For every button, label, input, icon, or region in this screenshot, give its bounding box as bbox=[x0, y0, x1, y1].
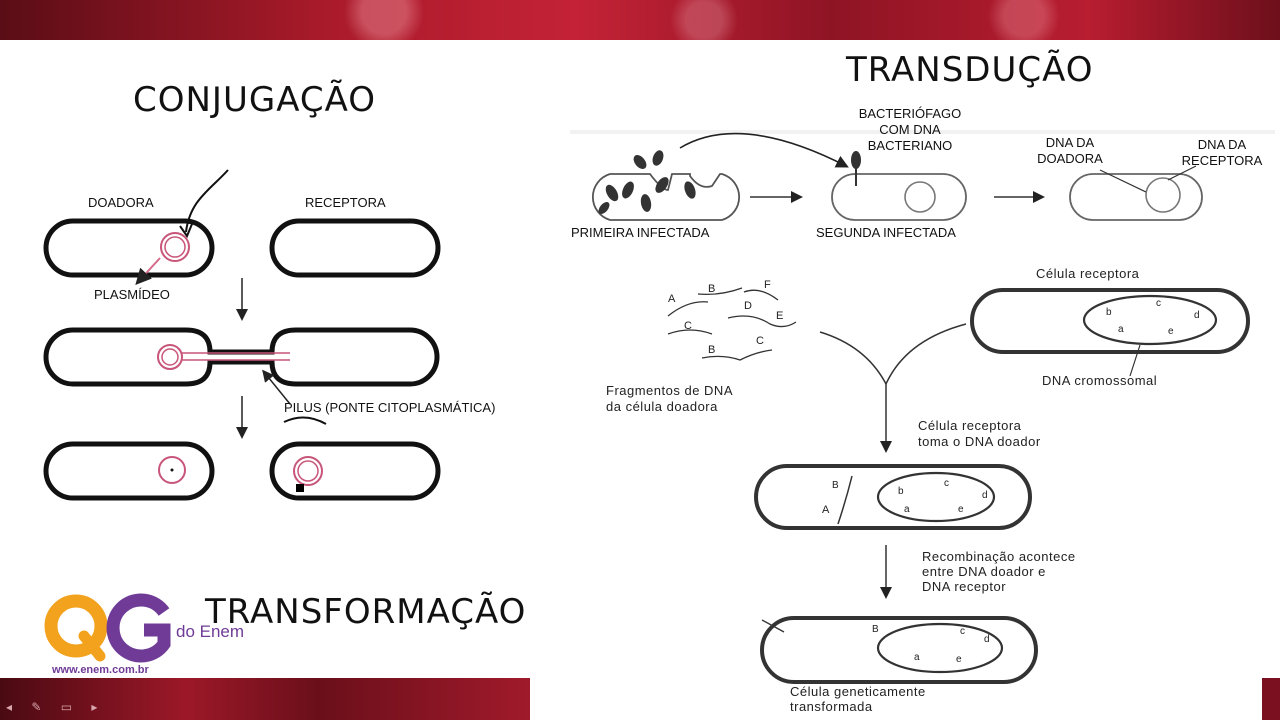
top-banner bbox=[0, 0, 1280, 40]
chromosome-letter: c bbox=[944, 478, 950, 489]
label-bacteriofago: BACTERIÓFAGO COM DNA BACTERIANO bbox=[858, 106, 962, 153]
chromosome-letter: e bbox=[958, 504, 965, 515]
fragment-letter: A bbox=[668, 293, 676, 305]
final-letter: a bbox=[914, 652, 921, 663]
chromosome-letter: c bbox=[1156, 298, 1162, 309]
bottom-banner bbox=[0, 678, 530, 720]
label-doadora: DOADORA bbox=[88, 195, 154, 210]
fragment-letter: C bbox=[684, 320, 693, 332]
chromosome-letter: a bbox=[904, 504, 911, 515]
title-transformacao: TRANSFORMAÇÃO bbox=[205, 592, 527, 632]
transduced-cell bbox=[1069, 173, 1203, 221]
recipient-cell-3 bbox=[269, 441, 441, 501]
fragment-letter: D bbox=[744, 300, 753, 312]
logo-g bbox=[106, 593, 171, 663]
recipient-cell-transformation bbox=[970, 288, 1250, 354]
title-conjugacao: CONJUGAÇÃO bbox=[133, 80, 377, 120]
logo-url[interactable]: www.enem.com.br bbox=[52, 664, 149, 676]
final-letter: c bbox=[960, 626, 966, 637]
cell-with-donor-dna bbox=[754, 464, 1032, 530]
fragment-letter: B bbox=[708, 283, 716, 295]
chromosome-letter: e bbox=[1168, 326, 1175, 337]
logo-sub: do Enem bbox=[176, 622, 245, 641]
final-letter: e bbox=[956, 654, 963, 665]
donor-cell-3 bbox=[43, 441, 215, 501]
label-celula-transformada: Célula geneticamente transformada bbox=[790, 684, 926, 714]
conjugation-diagram bbox=[43, 169, 441, 501]
fragment-letter: B bbox=[708, 344, 716, 356]
label-recombinacao: Recombinação acontece entre DNA doador e… bbox=[922, 549, 1076, 594]
fragment-letter: F bbox=[764, 279, 772, 291]
chromosome-letter: d bbox=[1194, 310, 1201, 321]
chromosome-letter: b bbox=[898, 486, 905, 497]
chromosome-letter: d bbox=[982, 490, 989, 501]
label-pilus: PILUS (PONTE CITOPLASMÁTICA) bbox=[284, 400, 496, 415]
donor-letter: B bbox=[832, 480, 840, 491]
transduction-diagram bbox=[570, 130, 1275, 221]
first-infected-cell bbox=[591, 173, 741, 221]
donor-letter: A bbox=[822, 504, 830, 516]
logo-q-ring bbox=[44, 594, 108, 658]
label-dna-doadora: DNA DA DOADORA bbox=[1037, 135, 1103, 166]
label-toma-dna: Célula receptora toma o DNA doador bbox=[918, 418, 1041, 449]
chromosome-letter: b bbox=[1106, 307, 1113, 318]
label-dna-cromossomal: DNA cromossomal bbox=[1042, 373, 1158, 388]
connected-cells bbox=[43, 327, 440, 387]
label-celula-receptora: Célula receptora bbox=[1036, 266, 1140, 281]
label-segunda-infectada: SEGUNDA INFECTADA bbox=[816, 225, 956, 240]
second-infected-cell bbox=[831, 173, 967, 221]
hand-arrow bbox=[185, 169, 229, 233]
label-receptora: RECEPTORA bbox=[305, 195, 386, 210]
title-transducao: TRANSDUÇÃO bbox=[846, 50, 1094, 90]
transformed-cell bbox=[760, 616, 1038, 684]
donor-cell-1 bbox=[43, 218, 215, 278]
label-dna-receptora: DNA DA RECEPTORA bbox=[1181, 137, 1263, 168]
transformation-diagram bbox=[667, 287, 1250, 684]
final-letter: d bbox=[984, 634, 991, 645]
label-plasmideo: PLASMÍDEO bbox=[94, 287, 170, 302]
qg-logo bbox=[44, 593, 171, 663]
fragment-letter: C bbox=[756, 335, 765, 347]
slide-nav-icons[interactable]: ◂ ✎ ▭ ▸ bbox=[6, 700, 106, 714]
label-fragmentos: Fragmentos de DNA da célula doadora bbox=[606, 383, 733, 414]
final-letter: B bbox=[872, 624, 880, 635]
label-primeira-infectada: PRIMEIRA INFECTADA bbox=[571, 225, 710, 240]
chromosome-letter: a bbox=[1118, 324, 1125, 335]
fragment-letter: E bbox=[776, 310, 784, 322]
recipient-cell-1 bbox=[269, 218, 441, 278]
bottom-banner-right bbox=[1262, 678, 1280, 720]
